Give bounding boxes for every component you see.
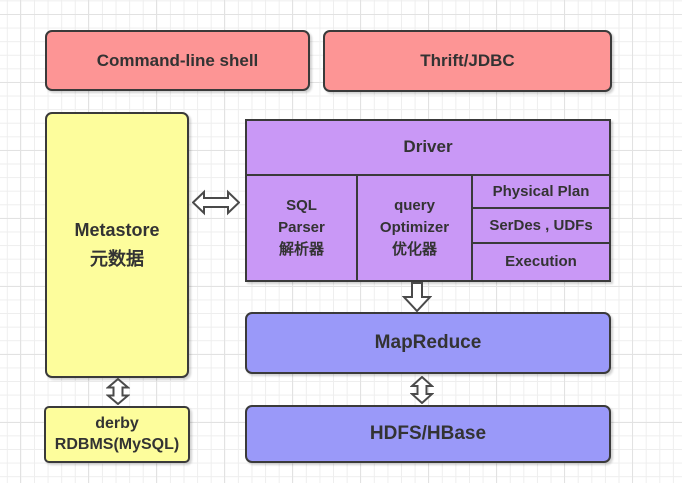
metastore-subtitle: 元数据 — [90, 249, 144, 269]
double-arrow-metastore-driver-icon — [192, 189, 240, 216]
node-execution: Execution — [473, 244, 609, 280]
node-label: Execution — [505, 253, 577, 271]
node-derby-rdbms: derby RDBMS(MySQL) — [44, 406, 190, 463]
derby-line: derby — [95, 414, 139, 432]
node-label: SerDes , UDFs — [489, 216, 593, 234]
node-label: MapReduce — [374, 332, 482, 353]
node-label: HDFS/HBase — [369, 423, 487, 444]
sql-parser-line: SQL — [286, 197, 317, 215]
query-optimizer-line: Optimizer — [379, 219, 450, 237]
down-arrow-driver-mapreduce-icon — [402, 282, 432, 312]
driver-title-cell: Driver — [247, 121, 609, 176]
node-label: Physical Plan — [492, 182, 590, 200]
node-driver: Driver SQL Parser 解析器 query Optimizer 优化… — [245, 119, 611, 282]
node-query-optimizer: query Optimizer 优化器 — [358, 176, 473, 280]
query-optimizer-line: 优化器 — [391, 240, 437, 258]
metastore-title: Metastore — [74, 220, 160, 241]
driver-title: Driver — [403, 137, 453, 157]
double-arrow-metastore-derby-icon — [106, 378, 130, 405]
node-physical-plan: Physical Plan — [473, 176, 609, 209]
node-command-line-shell: Command-line shell — [45, 30, 310, 91]
node-metastore: Metastore 元数据 — [45, 112, 189, 378]
node-label: Thrift/JDBC — [420, 51, 515, 70]
sql-parser-line: Parser — [278, 219, 325, 237]
sql-parser-line: 解析器 — [278, 240, 324, 258]
node-sql-parser: SQL Parser 解析器 — [247, 176, 358, 280]
node-label: Command-line shell — [96, 50, 259, 70]
node-mapreduce: MapReduce — [245, 312, 611, 374]
node-hdfs-hbase: HDFS/HBase — [245, 405, 611, 463]
double-arrow-mapreduce-hdfs-icon — [410, 376, 434, 404]
query-optimizer-line: query — [394, 197, 435, 215]
node-serdes-udfs: SerDes , UDFs — [473, 209, 609, 244]
derby-line: RDBMS(MySQL) — [54, 435, 180, 453]
node-thrift-jdbc: Thrift/JDBC — [323, 30, 612, 92]
